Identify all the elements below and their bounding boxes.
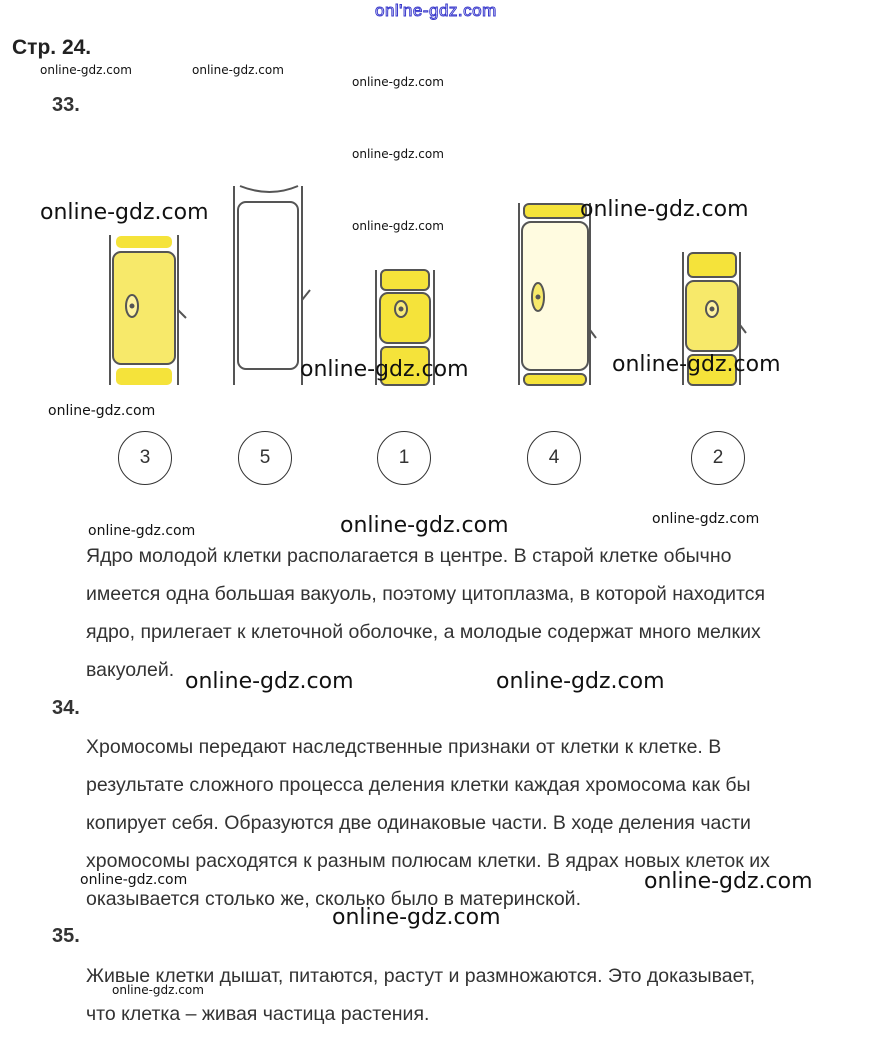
order-label-circle: 1 bbox=[377, 431, 431, 485]
cell-illustration-5 bbox=[233, 185, 311, 385]
watermark: online-gdz.com bbox=[40, 200, 209, 225]
watermark: online-gdz.com bbox=[352, 75, 444, 89]
watermark: online-gdz.com bbox=[192, 63, 284, 77]
order-label-circle: 2 bbox=[691, 431, 745, 485]
watermark: online-gdz.com bbox=[48, 403, 156, 419]
watermark: online-gdz.com bbox=[496, 669, 665, 694]
cell-illustration-2 bbox=[682, 252, 747, 386]
answer-line: копирует себя. Образуются две одинаковые… bbox=[86, 812, 751, 834]
watermark: online-gdz.com bbox=[185, 669, 354, 694]
watermark: online-gdz.com bbox=[644, 869, 813, 894]
answer-line: Живые клетки дышат, питаются, растут и р… bbox=[86, 965, 756, 987]
watermark: online-gdz.com bbox=[300, 357, 469, 382]
watermark: online-gdz.com bbox=[580, 197, 749, 222]
task-number: 34. bbox=[52, 697, 80, 719]
answer-line: имеется одна большая вакуоль, поэтому ци… bbox=[86, 583, 766, 605]
order-label-circle: 3 bbox=[118, 431, 172, 485]
header-watermark: onl'ne-gdz.com bbox=[375, 1, 497, 21]
answer-line: хромосомы расходятся к разным полюсам кл… bbox=[86, 850, 770, 872]
cell-illustration-3 bbox=[109, 235, 187, 385]
answer-line: вакуолей. bbox=[86, 659, 175, 681]
order-label-circle: 4 bbox=[527, 431, 581, 485]
watermark: online-gdz.com bbox=[112, 983, 204, 997]
watermark: online-gdz.com bbox=[40, 63, 132, 77]
order-label-circle: 5 bbox=[238, 431, 292, 485]
cell-illustrations bbox=[109, 185, 747, 386]
answer-line: результате сложного процесса деления кле… bbox=[86, 774, 751, 796]
page-title: Стр. 24. bbox=[12, 36, 92, 59]
answer-line: Ядро молодой клетки располагается в цент… bbox=[86, 545, 732, 567]
watermark: online-gdz.com bbox=[332, 905, 501, 930]
watermark: online-gdz.com bbox=[352, 219, 444, 233]
watermark: online-gdz.com bbox=[340, 513, 509, 538]
watermark: online-gdz.com bbox=[352, 147, 444, 161]
watermark: online-gdz.com bbox=[88, 523, 196, 539]
cell-illustration-1 bbox=[375, 269, 435, 386]
watermark: online-gdz.com bbox=[80, 872, 188, 888]
answer-line: ядро, прилегает к клеточной оболочке, а … bbox=[86, 621, 761, 643]
cell-illustration-4 bbox=[518, 203, 597, 386]
task-number: 33. bbox=[52, 94, 80, 116]
answer-line: что клетка – живая частица растения. bbox=[86, 1003, 430, 1025]
task-number: 35. bbox=[52, 925, 80, 947]
watermark: online-gdz.com bbox=[612, 352, 781, 377]
answer-line: оказывается столько же, сколько было в м… bbox=[86, 888, 581, 910]
answer-line: Хромосомы передают наследственные призна… bbox=[86, 736, 722, 758]
watermark: online-gdz.com bbox=[652, 511, 760, 527]
